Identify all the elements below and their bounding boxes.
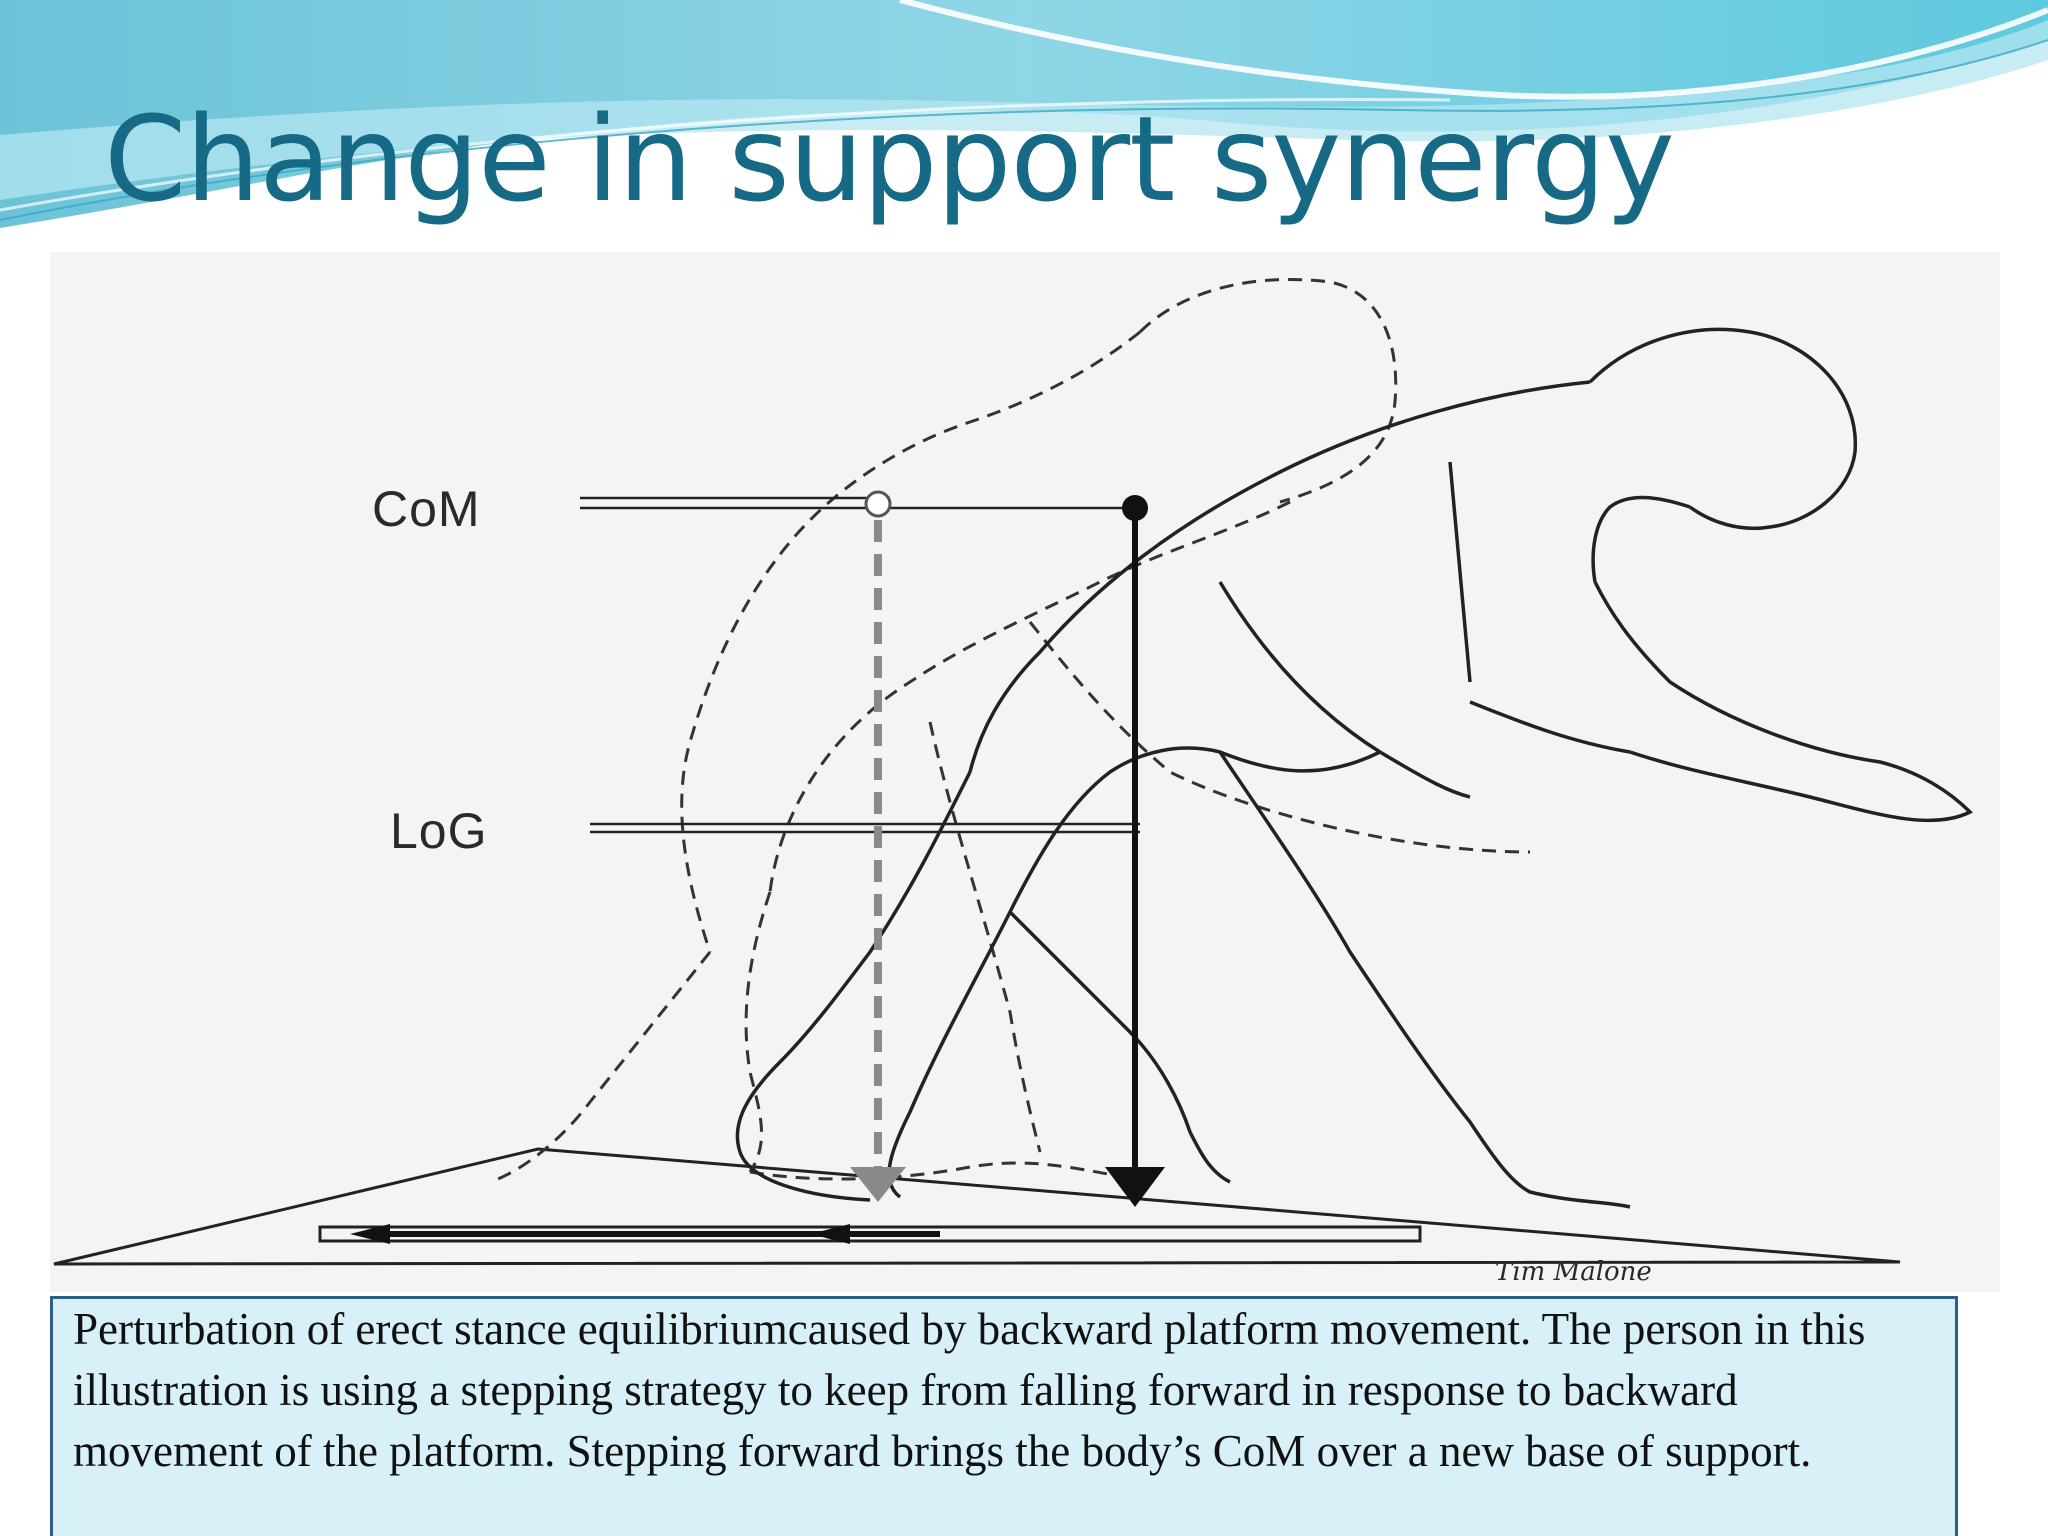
- solid-figure-stepping-posture: [735, 327, 1973, 1209]
- new-com-marker: [1122, 495, 1148, 521]
- stepping-strategy-illustration: CoM LoG Tim Malone: [50, 252, 2000, 1292]
- caption-box: Perturbation of erect stance equilibrium…: [50, 1296, 1958, 1536]
- caption-text: Perturbation of erect stance equilibrium…: [73, 1304, 1866, 1476]
- moving-platform: [318, 1225, 1422, 1243]
- artist-signature: Tim Malone: [1495, 1257, 1652, 1287]
- illustration-drawing: [53, 278, 1973, 1266]
- initial-com-marker: [864, 490, 892, 518]
- initial-gravity-arrowhead: [850, 1167, 906, 1202]
- log-label: LoG: [390, 803, 488, 859]
- com-label: CoM: [372, 481, 481, 537]
- ground-triangle: [53, 1147, 1901, 1266]
- new-gravity-arrowhead: [1105, 1167, 1165, 1207]
- header-wave-decoration: [0, 0, 2048, 228]
- dashed-figure-initial-posture: [489, 278, 1531, 1184]
- slide-title: Change in support synergy: [104, 90, 1675, 228]
